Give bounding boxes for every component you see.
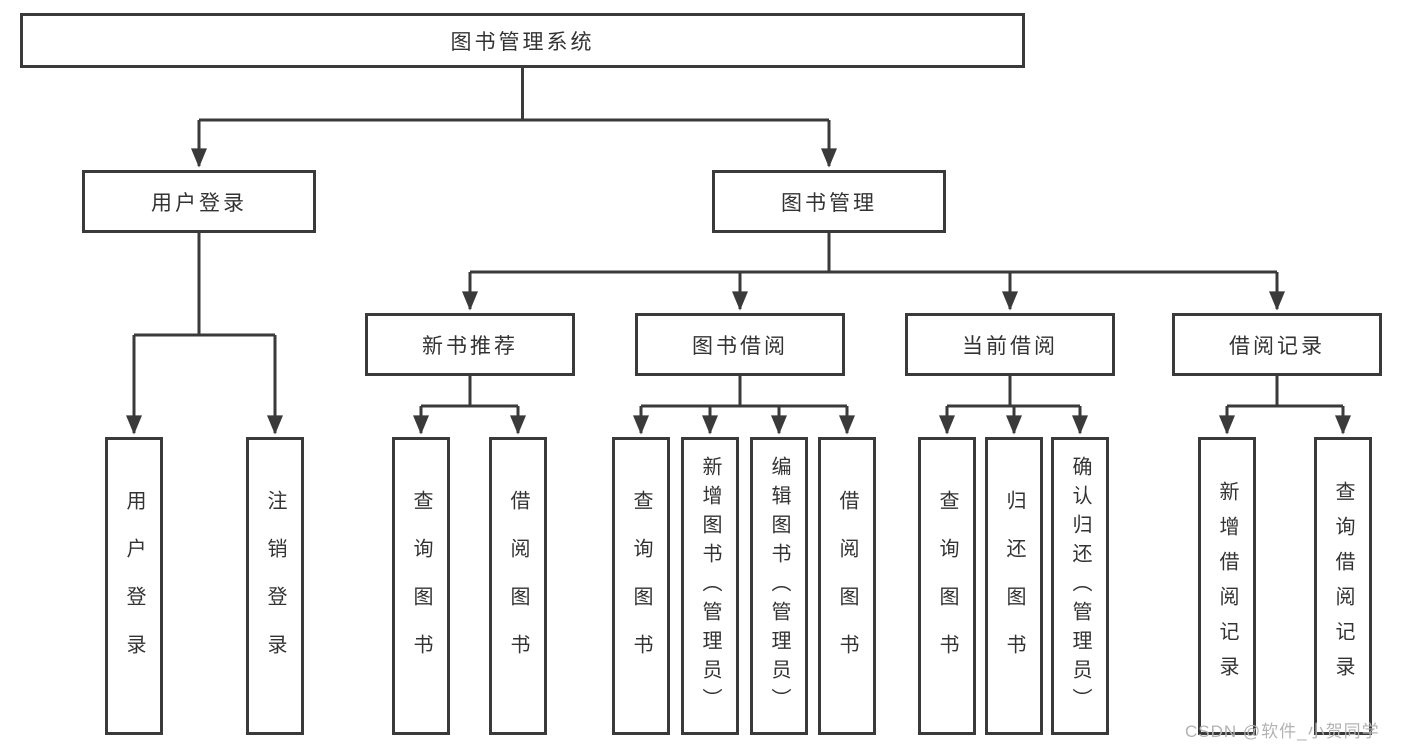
node-label: 查询图书 [630, 490, 652, 682]
node-query-books-borrow: 查询图书 [612, 437, 670, 735]
node-query-books-recommend: 查询图书 [392, 437, 450, 735]
connector-new-book-recommend [413, 376, 526, 435]
node-confirm-return-admin: 确认归还（管理员） [1051, 437, 1109, 735]
node-edit-book-admin: 编辑图书（管理员） [750, 437, 808, 735]
node-user-login-leaf: 用户登录 [105, 437, 163, 735]
node-label: 查询图书 [410, 490, 432, 682]
connector-root [191, 68, 837, 168]
node-add-book-admin: 新增图书（管理员） [681, 437, 739, 735]
node-label: 确认归还（管理员） [1069, 455, 1091, 717]
node-query-borrow-record: 查询借阅记录 [1314, 437, 1372, 735]
node-return-books: 归还图书 [985, 437, 1043, 735]
node-borrow-books-recommend: 借阅图书 [489, 437, 547, 735]
node-label: 查询图书 [936, 490, 958, 682]
node-label: 新增借阅记录 [1216, 481, 1238, 691]
node-label: 新增图书（管理员） [699, 455, 721, 717]
node-new-book-recommend: 新书推荐 [365, 313, 575, 376]
node-label: 编辑图书（管理员） [768, 455, 790, 717]
connector-book-management [462, 233, 1285, 311]
connector-user-login [126, 233, 283, 435]
node-borrow-books-leaf: 借阅图书 [818, 437, 876, 735]
connector-current-borrow [939, 376, 1088, 435]
node-label: 借阅图书 [507, 490, 529, 682]
node-current-borrow: 当前借阅 [905, 313, 1115, 376]
node-root-system: 图书管理系统 [20, 13, 1025, 68]
connector-borrow-records [1219, 376, 1351, 435]
node-query-books-current: 查询图书 [918, 437, 976, 735]
node-label: 查询借阅记录 [1332, 481, 1354, 691]
node-label: 借阅图书 [836, 490, 858, 682]
node-logout-leaf: 注销登录 [246, 437, 304, 735]
node-book-management: 图书管理 [712, 170, 946, 233]
node-add-borrow-record: 新增借阅记录 [1198, 437, 1256, 735]
watermark-text: CSDN @软件_小贺同学 [1185, 722, 1380, 741]
node-label: 用户登录 [123, 490, 145, 682]
node-book-borrow: 图书借阅 [635, 313, 845, 376]
node-user-login: 用户登录 [82, 170, 316, 233]
node-borrow-records: 借阅记录 [1172, 313, 1382, 376]
node-label: 注销登录 [264, 490, 286, 682]
connector-book-borrow [633, 376, 855, 435]
node-label: 归还图书 [1003, 490, 1025, 682]
